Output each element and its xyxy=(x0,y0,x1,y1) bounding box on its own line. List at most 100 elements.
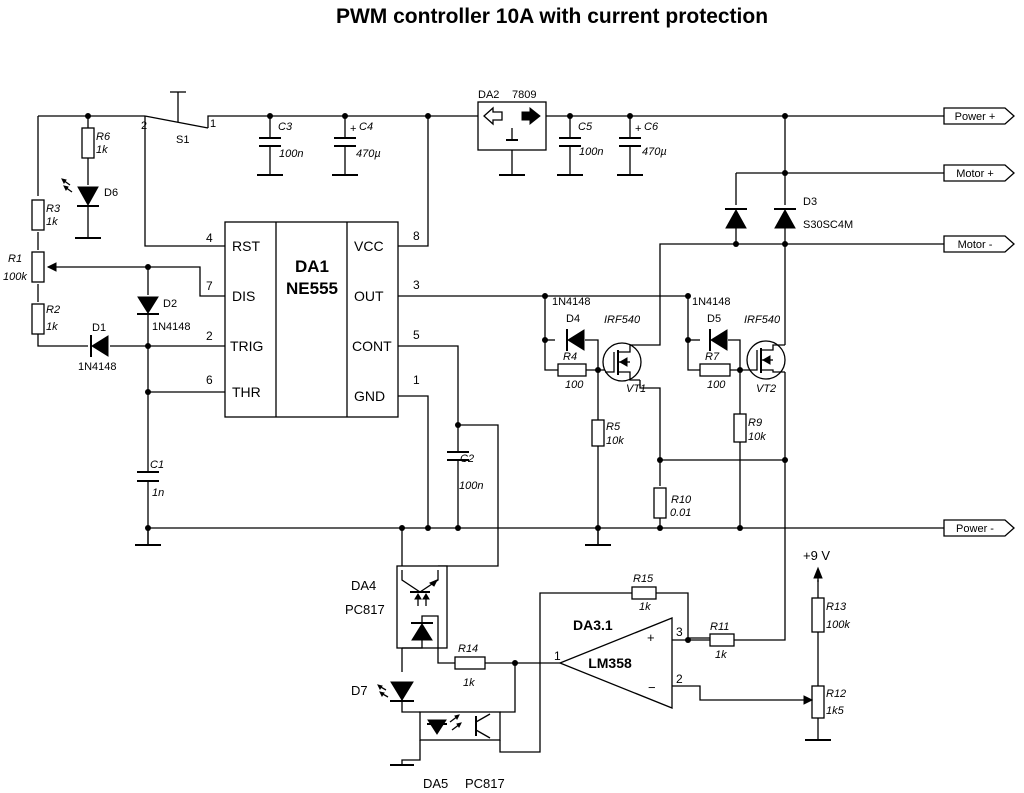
connector-motor-minus: Motor - xyxy=(943,235,1015,253)
resistor-r11: R11 1k xyxy=(709,621,735,661)
svg-text:4: 4 xyxy=(206,231,213,245)
svg-text:D5: D5 xyxy=(707,313,721,325)
svg-text:DIS: DIS xyxy=(232,288,255,304)
svg-text:1k: 1k xyxy=(46,321,58,333)
optocoupler-da4: DA4 PC817 xyxy=(345,565,448,649)
resistor-r6: R6 1k xyxy=(81,127,111,159)
capacitor-c6: + C6 470µ xyxy=(619,121,667,158)
svg-text:R5: R5 xyxy=(606,421,621,433)
svg-text:3: 3 xyxy=(413,278,420,292)
svg-text:2: 2 xyxy=(206,329,213,343)
svg-text:1k: 1k xyxy=(639,601,651,613)
svg-text:470µ: 470µ xyxy=(642,146,667,158)
svg-text:C6: C6 xyxy=(644,121,659,133)
svg-text:THR: THR xyxy=(232,384,261,400)
svg-text:R10: R10 xyxy=(671,494,692,506)
svg-text:OUT: OUT xyxy=(354,288,384,304)
svg-text:1N4148: 1N4148 xyxy=(152,321,191,333)
svg-text:CONT: CONT xyxy=(352,338,392,354)
svg-text:1N4148: 1N4148 xyxy=(552,296,591,308)
svg-text:R7: R7 xyxy=(705,351,720,363)
svg-text:7809: 7809 xyxy=(512,89,536,101)
svg-text:D1: D1 xyxy=(92,322,106,334)
svg-text:10k: 10k xyxy=(748,431,766,443)
regulator-da2: DA2 7809 xyxy=(477,89,547,151)
svg-text:+: + xyxy=(350,123,356,135)
svg-text:RST: RST xyxy=(232,238,260,254)
svg-text:Motor +: Motor + xyxy=(956,168,994,180)
svg-text:C3: C3 xyxy=(278,121,293,133)
svg-text:DA3.1: DA3.1 xyxy=(573,617,613,633)
svg-text:IRF540: IRF540 xyxy=(744,314,781,326)
svg-text:Power -: Power - xyxy=(956,523,994,535)
resistor-r7: R7 100 xyxy=(699,351,731,391)
resistor-r5: R5 10k xyxy=(591,419,624,447)
svg-text:R2: R2 xyxy=(46,304,60,316)
opamp-da3: DA3.1 LM358 + − 3 2 1 xyxy=(554,617,683,709)
svg-text:DA4: DA4 xyxy=(351,578,376,593)
svg-text:R9: R9 xyxy=(748,417,762,429)
resistor-r3: R3 1k xyxy=(31,199,61,231)
diode-d1: D1 1N4148 xyxy=(78,322,117,373)
connector-motor-plus: Motor + xyxy=(943,164,1015,182)
svg-text:C4: C4 xyxy=(359,121,373,133)
led-d6: D6 xyxy=(61,178,118,207)
diode-d5: 1N4148 D5 xyxy=(692,296,731,351)
svg-text:D6: D6 xyxy=(104,187,118,199)
supply-9v: +9 V xyxy=(803,548,830,582)
svg-text:Power +: Power + xyxy=(955,111,996,123)
svg-text:IRF540: IRF540 xyxy=(604,314,641,326)
capacitor-c5: C5 100n xyxy=(559,121,603,158)
svg-text:LM358: LM358 xyxy=(588,655,632,671)
svg-text:8: 8 xyxy=(413,229,420,243)
svg-text:100n: 100n xyxy=(579,146,603,158)
svg-text:+: + xyxy=(647,630,655,645)
resistor-r2: R2 1k xyxy=(31,303,60,335)
capacitor-c2: C2 100n xyxy=(447,451,483,492)
potentiometer-r12: R12 1k5 xyxy=(803,685,846,719)
svg-text:100k: 100k xyxy=(3,271,27,283)
led-d7: D7 xyxy=(351,681,414,702)
svg-text:DA5: DA5 xyxy=(423,776,448,791)
wires xyxy=(37,115,944,765)
svg-text:100: 100 xyxy=(707,379,726,391)
svg-text:10k: 10k xyxy=(606,435,624,447)
svg-text:1N4148: 1N4148 xyxy=(692,296,731,308)
svg-text:100: 100 xyxy=(565,379,584,391)
svg-text:100n: 100n xyxy=(459,480,483,492)
svg-text:R12: R12 xyxy=(826,688,846,700)
svg-text:NE555: NE555 xyxy=(286,279,338,298)
svg-text:1n: 1n xyxy=(152,487,164,499)
svg-text:100k: 100k xyxy=(826,619,850,631)
svg-text:C2: C2 xyxy=(460,453,474,465)
svg-text:R3: R3 xyxy=(46,203,61,215)
svg-text:D7: D7 xyxy=(351,683,368,698)
svg-text:TRIG: TRIG xyxy=(230,338,263,354)
svg-text:DA1: DA1 xyxy=(295,257,329,276)
svg-text:1k5: 1k5 xyxy=(826,705,845,717)
diode-d2: D2 1N4148 xyxy=(137,296,191,333)
svg-text:1: 1 xyxy=(554,649,561,663)
transistor-vt2: IRF540 VT2 xyxy=(744,314,786,395)
svg-text:PC817: PC817 xyxy=(345,602,385,617)
svg-text:1k: 1k xyxy=(46,216,58,228)
resistor-r13: R13 100k xyxy=(811,597,850,633)
svg-text:R14: R14 xyxy=(458,643,478,655)
transistor-vt1: IRF540 VT1 xyxy=(602,314,646,395)
capacitor-c4: + C4 470µ xyxy=(334,121,381,160)
svg-text:0.01: 0.01 xyxy=(670,507,691,519)
potentiometer-r1: R1 100k xyxy=(3,251,57,283)
capacitor-c1: C1 1n xyxy=(137,459,164,499)
capacitor-c3: C3 100n xyxy=(259,121,303,160)
svg-text:S30SC4M: S30SC4M xyxy=(803,219,853,231)
svg-text:Motor -: Motor - xyxy=(958,239,993,251)
svg-text:S1: S1 xyxy=(176,134,189,146)
ic-ne555-da1: DA1 NE555 RST DIS TRIG THR VCC OUT CONT … xyxy=(206,221,420,418)
svg-text:1: 1 xyxy=(210,118,216,130)
svg-text:1k: 1k xyxy=(463,677,475,689)
svg-text:D2: D2 xyxy=(163,298,177,310)
svg-text:−: − xyxy=(648,680,656,695)
svg-text:R13: R13 xyxy=(826,601,847,613)
svg-text:+: + xyxy=(635,123,641,135)
